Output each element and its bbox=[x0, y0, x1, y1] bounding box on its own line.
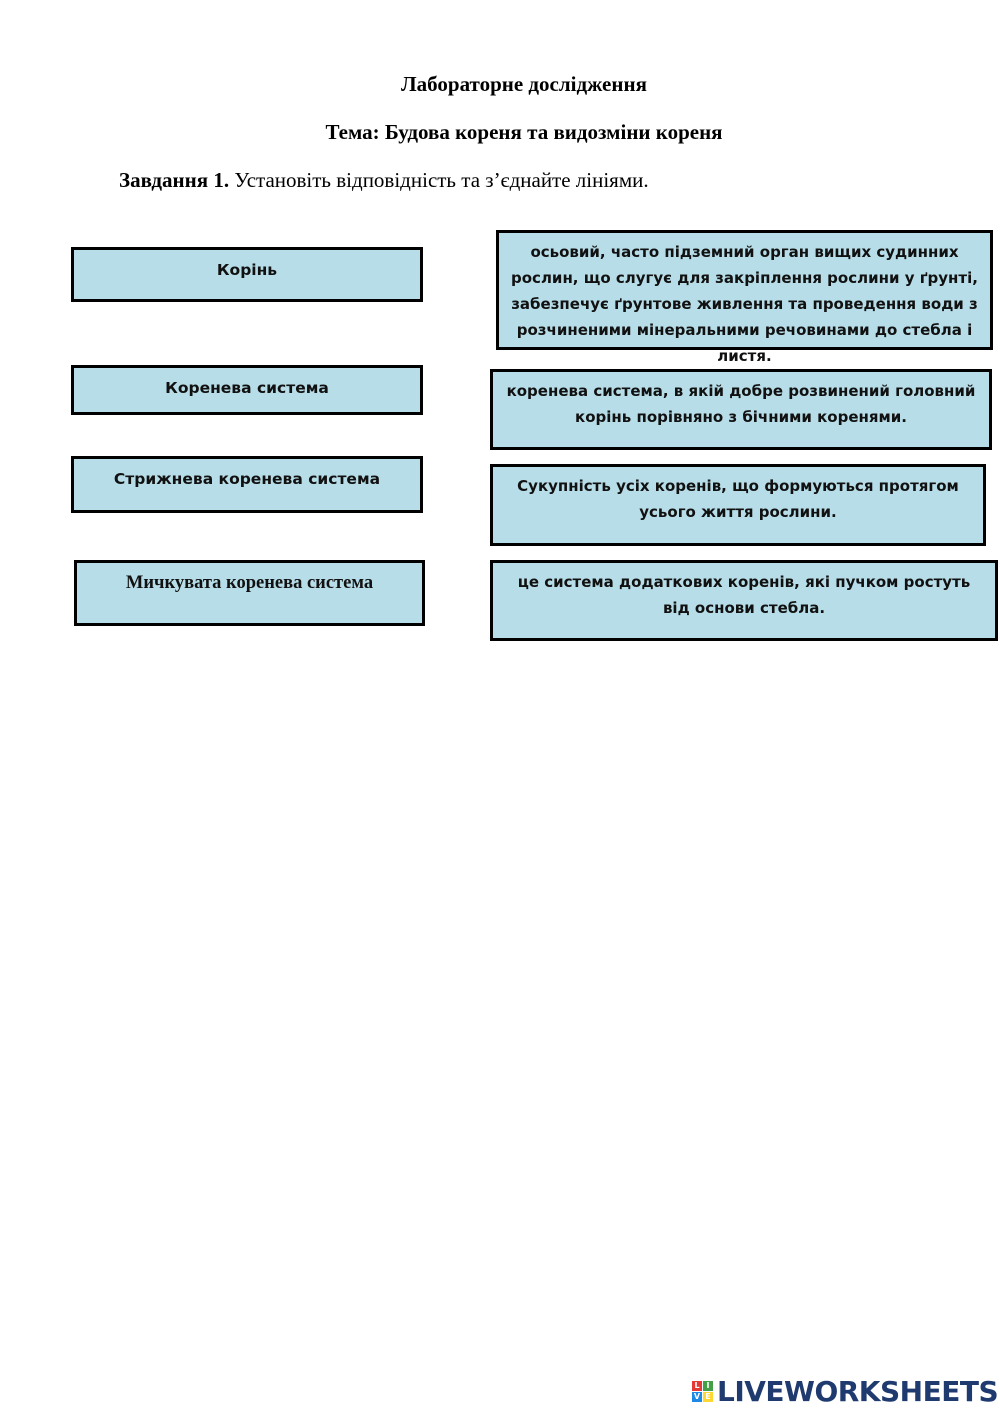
task-instruction: Завдання 1. Установіть відповідність та … bbox=[119, 168, 649, 193]
liveworksheets-logo: L I V E LIVEWORKSHEETS bbox=[692, 1374, 999, 1408]
definition-box-2[interactable]: коренева система, в якій добре розвинени… bbox=[490, 369, 992, 450]
term-box-root[interactable]: Корінь bbox=[71, 247, 423, 302]
logo-letter: L bbox=[692, 1380, 702, 1391]
logo-mark-icon: L I V E bbox=[692, 1380, 713, 1402]
logo-letter: E bbox=[703, 1391, 713, 1402]
topic-heading: Тема: Будова кореня та видозміни кореня bbox=[325, 120, 723, 144]
definition-box-4[interactable]: це система додаткових коренів, які пучко… bbox=[490, 560, 998, 641]
term-box-root-system[interactable]: Коренева система bbox=[71, 365, 423, 415]
page-title: Лабораторне дослідження bbox=[401, 72, 647, 96]
logo-letter: I bbox=[703, 1380, 713, 1391]
definition-box-1[interactable]: осьовий, часто підземний орган вищих суд… bbox=[496, 230, 993, 365]
logo-text: LIVEWORKSHEETS bbox=[717, 1374, 999, 1408]
term-box-taproot-system[interactable]: Стрижнева коренева система bbox=[71, 456, 423, 513]
term-box-fibrous-system[interactable]: Мичкувата коренева система bbox=[74, 560, 425, 626]
task-label: Завдання 1. bbox=[119, 168, 230, 192]
task-text: Установіть відповідність та з’єднайте лі… bbox=[229, 168, 649, 192]
definition-box-3[interactable]: Сукупність усіх коренів, що формуються п… bbox=[490, 464, 986, 546]
logo-letter: V bbox=[692, 1391, 702, 1402]
